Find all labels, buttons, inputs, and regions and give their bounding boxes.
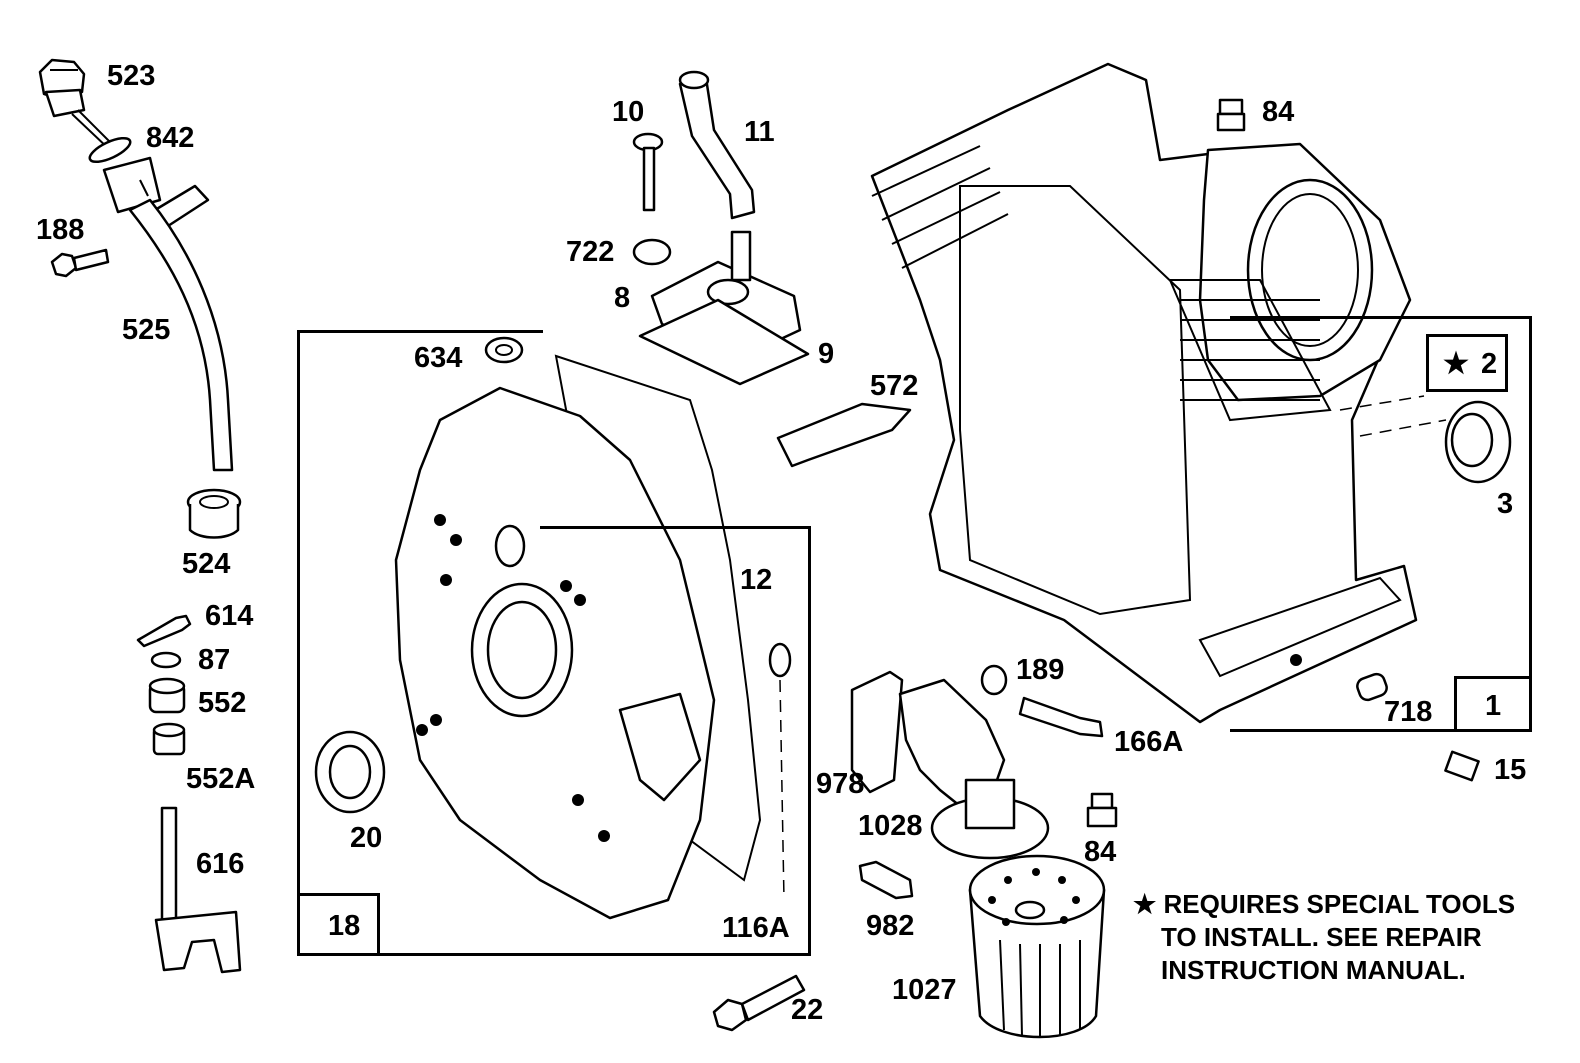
label-982: 982 bbox=[866, 910, 915, 942]
box-18-frame-top bbox=[297, 330, 543, 956]
star-icon: ★ bbox=[1443, 348, 1469, 380]
label-189: 189 bbox=[1016, 654, 1065, 686]
label-614: 614 bbox=[205, 600, 254, 632]
oil-fill-cap-523 bbox=[38, 58, 115, 151]
box-2-number: 2 bbox=[1481, 348, 1498, 380]
dowel-116a bbox=[768, 642, 792, 678]
label-8: 8 bbox=[614, 282, 631, 314]
screw-982 bbox=[858, 860, 914, 900]
label-524: 524 bbox=[182, 548, 231, 580]
label-525: 525 bbox=[122, 314, 171, 346]
label-3: 3 bbox=[1497, 488, 1514, 520]
label-166a: 166A bbox=[1114, 726, 1184, 758]
o-ring-722 bbox=[632, 238, 672, 266]
label-1027: 1027 bbox=[892, 974, 957, 1006]
box-18-frame-step bbox=[540, 526, 810, 529]
dowel-718 bbox=[1356, 672, 1388, 702]
label-87: 87 bbox=[198, 644, 231, 676]
plug-84-top bbox=[1216, 98, 1246, 132]
label-22: 22 bbox=[791, 994, 824, 1026]
dipstick-tube-525 bbox=[102, 156, 234, 472]
note-line-3: INSTRUCTION MANUAL. bbox=[1161, 955, 1466, 985]
label-12: 12 bbox=[740, 564, 773, 596]
label-9: 9 bbox=[818, 338, 835, 370]
label-1028: 1028 bbox=[858, 810, 923, 842]
note-line-2: TO INSTALL. SEE REPAIR bbox=[1161, 922, 1482, 952]
box-1-frame bbox=[1230, 316, 1532, 732]
oil-seal-3 bbox=[1444, 400, 1512, 484]
bushing-552a bbox=[152, 722, 186, 756]
oil-filter-adapter-1028 bbox=[898, 678, 1050, 860]
box-18-tag: 18 bbox=[300, 893, 380, 956]
bolt-22 bbox=[712, 974, 806, 1032]
box-18-frame-bottom bbox=[297, 526, 811, 956]
label-572: 572 bbox=[870, 370, 919, 402]
label-84-top: 84 bbox=[1262, 96, 1295, 128]
gasket-978 bbox=[850, 670, 904, 794]
special-tools-note: ★ REQUIRES SPECIAL TOOLS TO INSTALL. SEE… bbox=[1133, 888, 1515, 987]
stud-166a bbox=[1018, 696, 1104, 738]
breather-tube-11 bbox=[678, 76, 756, 220]
washer-87 bbox=[150, 651, 182, 669]
cylinder-block-1 bbox=[870, 62, 1418, 724]
label-20: 20 bbox=[350, 822, 383, 854]
box-2-tag: ★ 2 bbox=[1426, 334, 1508, 392]
box-1-number: 1 bbox=[1485, 690, 1502, 722]
crankcase-cover-18 bbox=[394, 386, 716, 920]
grommet-524 bbox=[186, 488, 242, 539]
label-15: 15 bbox=[1494, 754, 1527, 786]
label-84-lower: 84 bbox=[1084, 836, 1117, 868]
label-722: 722 bbox=[566, 236, 615, 268]
governor-shaft-616 bbox=[154, 806, 242, 974]
washer-189 bbox=[980, 664, 1008, 696]
oil-filter-1027 bbox=[968, 854, 1106, 1039]
box-18-number: 18 bbox=[328, 910, 361, 942]
label-634: 634 bbox=[414, 342, 463, 374]
oil-seal-20 bbox=[314, 730, 386, 814]
label-523: 523 bbox=[107, 60, 156, 92]
plug-84-lower bbox=[1086, 792, 1118, 828]
gasket-9 bbox=[638, 298, 810, 386]
label-552a: 552A bbox=[186, 763, 256, 795]
bracket-572 bbox=[776, 402, 912, 468]
label-842: 842 bbox=[146, 122, 195, 154]
label-978: 978 bbox=[816, 768, 865, 800]
label-116a: 116A bbox=[722, 912, 790, 944]
cotter-pin-614 bbox=[136, 614, 192, 648]
box-1-tag: 1 bbox=[1454, 676, 1532, 732]
label-616: 616 bbox=[196, 848, 245, 880]
bolt-188 bbox=[50, 248, 110, 278]
label-718: 718 bbox=[1384, 696, 1433, 728]
label-10: 10 bbox=[612, 96, 645, 128]
label-552: 552 bbox=[198, 687, 247, 719]
screw-10 bbox=[632, 132, 664, 212]
o-ring-842 bbox=[88, 136, 132, 164]
label-188: 188 bbox=[36, 214, 85, 246]
bushing-552 bbox=[148, 677, 186, 714]
label-11: 11 bbox=[744, 116, 775, 148]
note-line-1: ★ REQUIRES SPECIAL TOOLS bbox=[1133, 889, 1516, 919]
plug-15 bbox=[1444, 750, 1480, 782]
bushing-634 bbox=[484, 336, 524, 364]
